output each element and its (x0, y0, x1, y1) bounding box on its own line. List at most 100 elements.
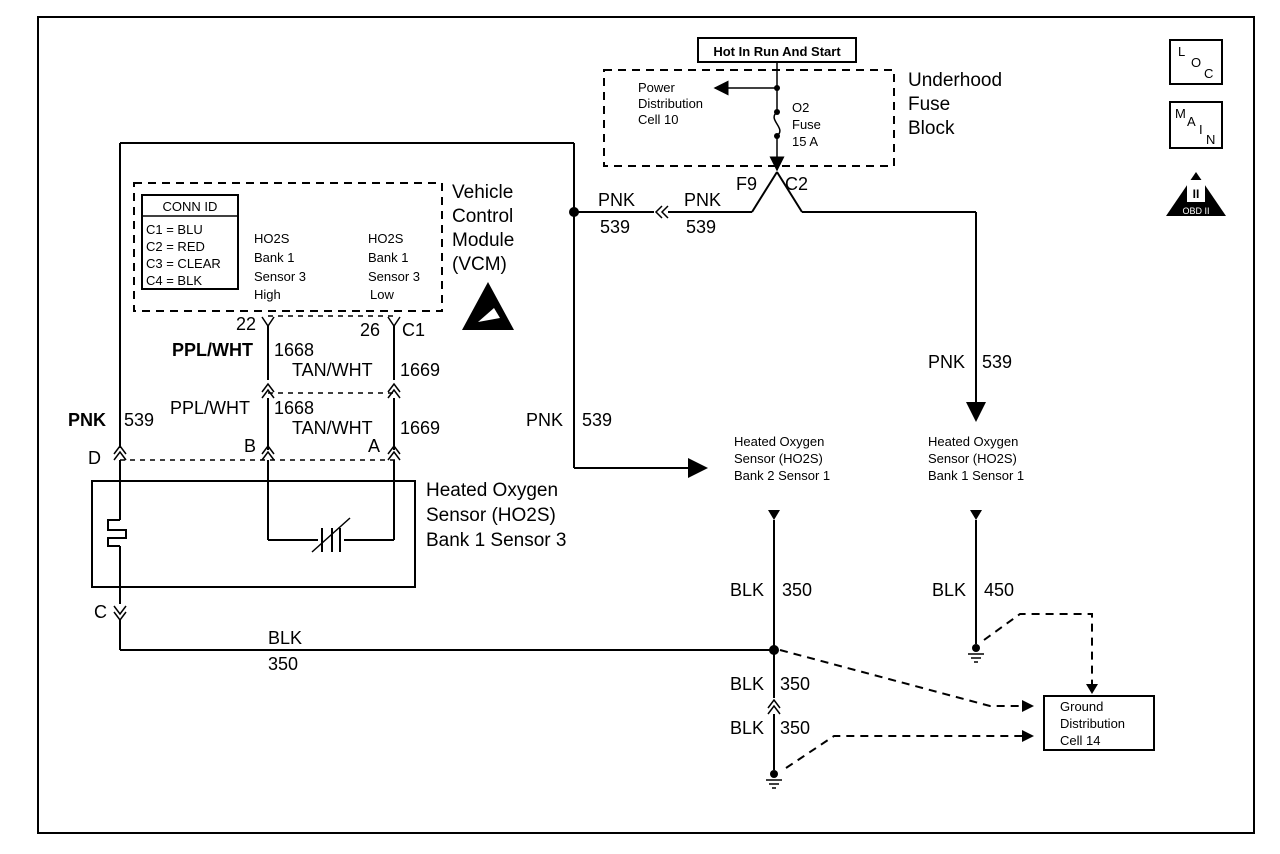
vcm-title-line: Control (452, 206, 513, 227)
ground-dist-line: Cell 14 (1060, 733, 1100, 748)
wire-num-350: 350 (780, 674, 810, 694)
sensor-b2s1-label: Sensor (HO2S) (734, 451, 823, 466)
ho2s-low-line: Low (370, 287, 394, 302)
fuse-line-1: O2 (792, 100, 809, 115)
svg-text:OBD II: OBD II (1182, 206, 1209, 216)
sensor-b1s1-label: Sensor (HO2S) (928, 451, 1017, 466)
wire-num-539: 539 (582, 410, 612, 430)
conn-id-row: C2 = RED (146, 239, 205, 254)
main-icon (1169, 101, 1223, 149)
vcm-outline (133, 182, 443, 312)
ho2s-high-line: Sensor 3 (254, 269, 306, 284)
wire-label-ppl-wht: PPL/WHT (170, 398, 250, 418)
vcm-title-line: Module (452, 230, 514, 251)
vcm-title-line: Vehicle (452, 182, 513, 203)
wire-num-539: 539 (982, 352, 1012, 372)
svg-text:C: C (1204, 66, 1213, 81)
sensor-b1s3-label: Heated Oxygen (426, 480, 558, 501)
wire-label-pnk: PNK (684, 190, 721, 210)
conn-pin-c: C (94, 602, 107, 622)
wire-label-blk: BLK (730, 674, 764, 694)
svg-text:M: M (1175, 106, 1186, 121)
ground-icon (968, 644, 984, 663)
conn-pin-d: D (88, 448, 101, 468)
conn-id-row: C3 = CLEAR (146, 256, 221, 271)
conn-c2-label: C2 (785, 174, 808, 194)
fuse-line-3: 15 A (792, 134, 818, 149)
fuse-block-line-3: Block (908, 118, 955, 139)
conn-f9-label: F9 (736, 174, 757, 194)
sensor-b2s1-label: Heated Oxygen (734, 434, 824, 449)
conn-id-row: C4 = BLK (146, 273, 202, 288)
wire-label-pnk: PNK (526, 410, 563, 430)
wire-num-350: 350 (780, 718, 810, 738)
ground-dist-box (1043, 695, 1155, 751)
ho2s-low-line: Sensor 3 (368, 269, 420, 284)
sensor-b2s1-label: Bank 2 Sensor 1 (734, 468, 830, 483)
conn-pin-a: A (368, 436, 380, 456)
wire-num-350: 350 (782, 580, 812, 600)
svg-text:II: II (1193, 187, 1200, 201)
wire-label-pnk: PNK (928, 352, 965, 372)
fuse-block-line-1: Underhood (908, 70, 1002, 91)
underhood-fuse-block-outline (603, 69, 895, 167)
ho2s-low-line: Bank 1 (368, 250, 408, 265)
conn-id-box (141, 194, 239, 290)
svg-text:O: O (1191, 55, 1201, 70)
wire-num-1668: 1668 (274, 340, 314, 360)
ho2s-high-line: Bank 1 (254, 250, 294, 265)
vcm-title-line: (VCM) (452, 254, 507, 275)
wire-num-1668: 1668 (274, 398, 314, 418)
wire-num-1669: 1669 (400, 418, 440, 438)
o2-fuse-icon (773, 111, 781, 137)
ho2s-high-line: High (254, 287, 281, 302)
wire-num-539: 539 (124, 410, 154, 430)
wire-label-blk: BLK (730, 718, 764, 738)
power-dist-line-2: Distribution (638, 96, 703, 111)
fuse-line-2: Fuse (792, 117, 821, 132)
wire-label-pnk: PNK (598, 190, 635, 210)
conn-id-row: C1 = BLU (146, 222, 203, 237)
conn-id-title: CONN ID (163, 199, 218, 214)
wire-label-blk: BLK (932, 580, 966, 600)
sensor-b1s1-label: Heated Oxygen (928, 434, 1018, 449)
ho2s-low-line: HO2S (368, 231, 404, 246)
loc-icon (1169, 39, 1223, 85)
wire-num-350: 350 (268, 654, 298, 674)
fuse-block-line-2: Fuse (908, 94, 950, 115)
sensor-b1s3-label: Sensor (HO2S) (426, 505, 556, 526)
heater-element-icon (107, 519, 127, 547)
power-dist-line-1: Power (638, 80, 676, 95)
pin-c1: C1 (402, 320, 425, 340)
conn-pin-b: B (244, 436, 256, 456)
ground-dist-line: Ground (1060, 699, 1103, 714)
ground-icon (766, 770, 782, 789)
power-dist-line-3: Cell 10 (638, 112, 678, 127)
esd-warning-icon (462, 282, 514, 330)
wire-num-1669: 1669 (400, 360, 440, 380)
hot-in-run-label: Hot In Run And Start (713, 44, 841, 59)
wire-num-539: 539 (600, 217, 630, 237)
svg-text:N: N (1206, 132, 1215, 147)
wire-label-tan-wht: TAN/WHT (292, 418, 373, 438)
ho2s-high-line: HO2S (254, 231, 290, 246)
svg-text:L: L (1178, 44, 1185, 59)
wire-num-539: 539 (686, 217, 716, 237)
wire-label-ppl-wht: PPL/WHT (172, 340, 253, 360)
ground-dist-line: Distribution (1060, 716, 1125, 731)
wire-label-pnk: PNK (68, 410, 106, 430)
ho2s-b1s3-box (91, 480, 416, 588)
pin-22: 22 (236, 314, 256, 334)
wire-num-450: 450 (984, 580, 1014, 600)
sensor-b1s1-label: Bank 1 Sensor 1 (928, 468, 1024, 483)
wire-label-blk: BLK (268, 628, 302, 648)
sensor-b1s3-label: Bank 1 Sensor 3 (426, 530, 566, 551)
svg-text:A: A (1187, 114, 1196, 129)
wire-label-blk: BLK (730, 580, 764, 600)
svg-text:I: I (1199, 122, 1203, 137)
wire-label-tan-wht: TAN/WHT (292, 360, 373, 380)
pin-26: 26 (360, 320, 380, 340)
diagram-frame (37, 16, 1255, 834)
obd-ii-icon: II OBD II (1166, 172, 1226, 216)
